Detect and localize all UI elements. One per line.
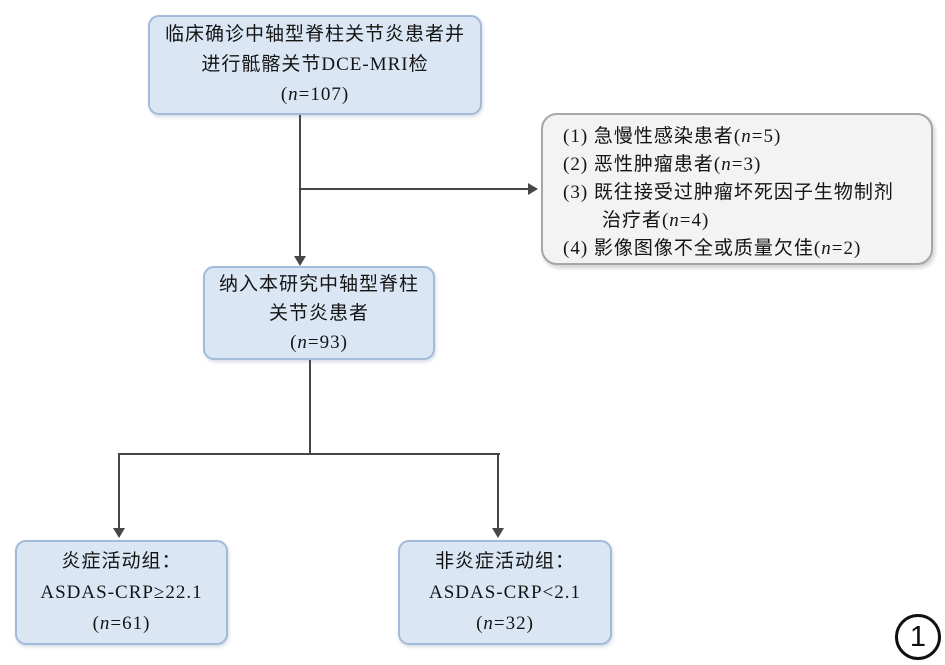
branch-right-line [497,454,499,528]
arrowhead-down-to-included-icon [294,256,306,266]
arrowhead-down-to-inactive-group-icon [492,528,504,538]
text-line: (n=93) [290,331,348,353]
text-line: (n=107) [280,84,350,105]
text-line: 关节炎患者 [268,302,369,324]
text-line: 纳入本研究中轴型脊柱 [218,273,419,295]
box-non-inflammatory-active-group: 非炎症活动组： ASDAS-CRP<2.1 (n=32) [398,540,612,645]
figure-number-badge: 1 [895,614,941,660]
arrowhead-down-to-active-group-icon [113,528,125,538]
box-clinically-diagnosed-patients: 临床确诊中轴型脊柱关节炎患者并进行骶髂关节DCE-MRI检 (n=107) [148,15,482,115]
branch-horizontal-line [118,453,500,455]
connector-included-to-branch-line [309,360,311,455]
box-included-patients: 纳入本研究中轴型脊柱关节炎患者 (n=93) [203,266,435,360]
connector-to-exclusion-line [300,188,528,190]
text-line: (3) 既往接受过肿瘤坏死因子生物制剂治疗者(n=4) [563,182,894,231]
box-exclusion-criteria: (1) 急慢性感染患者(n=5) (2) 恶性肿瘤患者(n=3) (3) 既往接受过… [541,113,933,265]
text-line: 非炎症活动组： [434,551,575,572]
text-line: 临床确诊中轴型脊柱关节炎患者并 [164,24,465,45]
text-line: 炎症活动组： [61,551,182,572]
text-line: ASDAS-CRP≥22.1 [40,582,203,603]
text-line: ASDAS-CRP<2.1 [428,582,581,603]
text-line: (1) 急慢性感染患者(n=5) [563,126,782,147]
text-line: (4) 影像图像不全或质量欠佳(n=2) [563,238,862,259]
text-line: (n=32) [476,613,534,634]
text-line: 进行骶髂关节DCE-MRI检 [201,54,429,75]
box-inflammatory-active-group: 炎症活动组： ASDAS-CRP≥22.1 (n=61) [15,540,228,645]
branch-left-line [118,454,120,528]
arrowhead-right-to-exclusion-icon [528,183,538,195]
text-line: (2) 恶性肿瘤患者(n=3) [563,154,762,175]
text-line: (n=61) [92,613,151,634]
connector-top-to-included-line [299,115,301,257]
